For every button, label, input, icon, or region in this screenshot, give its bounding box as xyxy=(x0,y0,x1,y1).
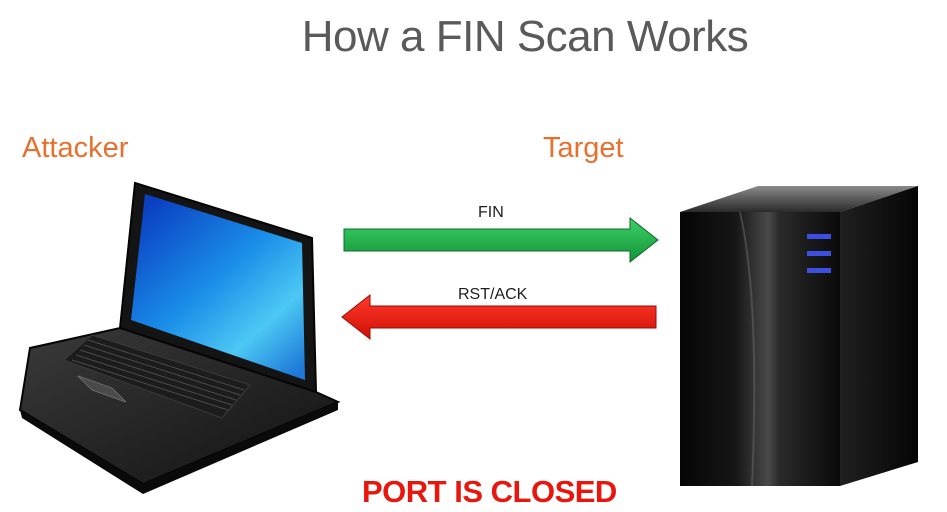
diagram-title: How a FIN Scan Works xyxy=(301,12,749,61)
request-arrow xyxy=(343,216,659,264)
attacker-label: Attacker xyxy=(22,132,129,164)
target-label: Target xyxy=(543,132,624,164)
response-label: RST/ACK xyxy=(458,286,528,303)
result-status: PORT IS CLOSED xyxy=(362,474,617,509)
server-tower-icon xyxy=(680,186,918,487)
laptop-icon xyxy=(18,181,341,494)
request-label: FIN xyxy=(478,204,504,221)
response-arrow xyxy=(341,293,657,341)
